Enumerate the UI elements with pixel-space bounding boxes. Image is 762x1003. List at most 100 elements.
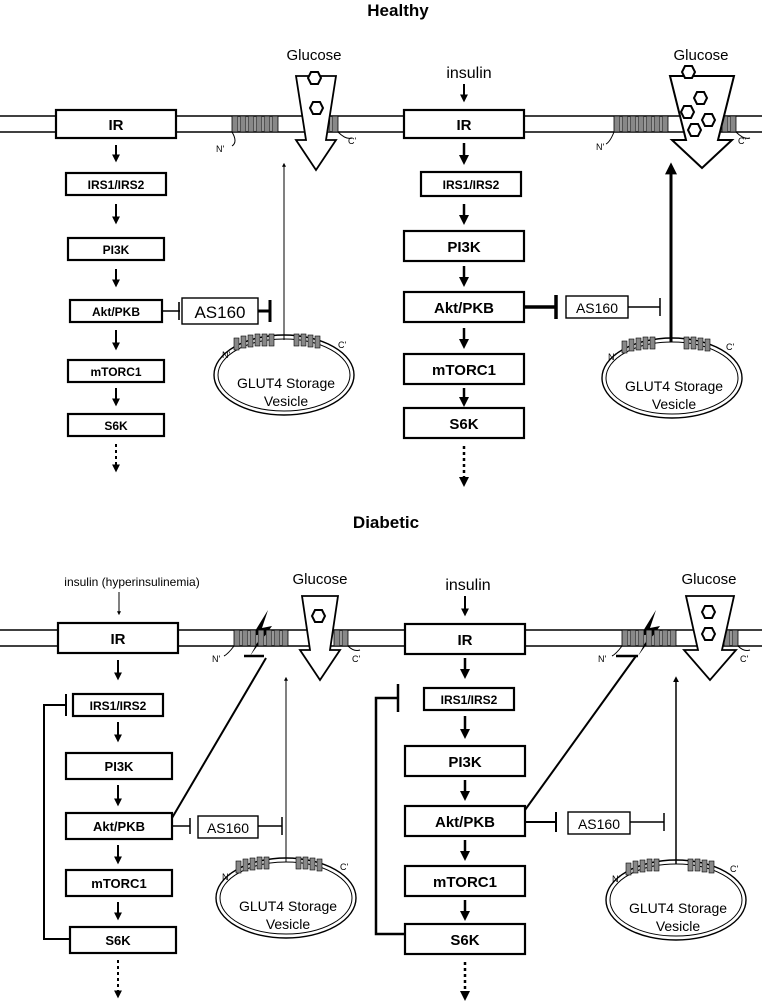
as160-label: AS160 xyxy=(207,820,249,836)
c-term-label: C' xyxy=(730,864,738,874)
s6k-label: S6K xyxy=(449,416,478,433)
irs-box xyxy=(64,171,168,197)
glucose-channel-arrow xyxy=(298,595,342,682)
glucose-molecule-icon xyxy=(700,627,717,641)
c-term-label: C' xyxy=(740,654,748,664)
s6k-box xyxy=(402,406,526,440)
pi3k-box xyxy=(403,744,527,778)
akt-label: Akt/PKB xyxy=(92,305,140,319)
vesicle-label-line1: GLUT4 Storage xyxy=(239,898,337,914)
pi3k-label: PI3K xyxy=(103,243,130,257)
irs-label: IRS1/IRS2 xyxy=(443,178,500,192)
ir-label: IR xyxy=(109,117,124,134)
n-term-label: N' xyxy=(598,654,606,664)
vesicle-label-line2: Vesicle xyxy=(652,396,697,412)
glucose-molecule-icon xyxy=(700,113,717,127)
negative-feedback-line xyxy=(374,696,405,936)
irs-label: IRS1/IRS2 xyxy=(90,699,147,713)
n-term-label: N' xyxy=(222,350,230,360)
irs-box xyxy=(422,686,516,712)
glucose-molecule-icon xyxy=(692,91,709,105)
pi3k-box xyxy=(64,751,174,781)
ir-box xyxy=(54,108,178,140)
mtorc1-box xyxy=(403,864,527,898)
pi3k-label: PI3K xyxy=(105,759,135,774)
glucose-label: Glucose xyxy=(286,47,341,64)
panel-diabetic-basal: insulin (hyperinsulinemia) IR IRS1/IRS2 … xyxy=(43,571,361,999)
mtorc1-label: mTORC1 xyxy=(91,876,146,891)
vesicle-glut4 xyxy=(235,856,323,874)
mtorc1-box xyxy=(66,358,166,384)
vesicle-label-line2: Vesicle xyxy=(656,918,701,934)
panel-diabetic-insulin: insulin IR IRS1/IRS2 PI3K Akt/PKB mTORC1… xyxy=(374,571,751,1001)
mtorc1-box xyxy=(64,868,174,898)
as160-box xyxy=(181,297,259,325)
as160-label: AS160 xyxy=(576,300,618,316)
glucose-molecule-icon xyxy=(310,609,327,623)
negative-feedback-line xyxy=(43,704,70,940)
akt-box xyxy=(64,811,174,841)
panel-healthy-insulin: insulin IR IRS1/IRS2 PI3K Akt/PKB mTORC1… xyxy=(402,47,751,487)
n-term-label: N' xyxy=(222,872,230,882)
ir-label: IR xyxy=(111,631,126,648)
n-term-label: N' xyxy=(596,142,604,152)
n-term-label: N' xyxy=(608,352,616,362)
glucose-molecule-icon xyxy=(680,65,697,79)
as160-label: AS160 xyxy=(578,816,620,832)
pi3k-label: PI3K xyxy=(448,754,482,771)
irs-label: IRS1/IRS2 xyxy=(88,178,145,192)
glucose-label: Glucose xyxy=(292,571,347,588)
as160-box xyxy=(567,811,631,835)
ir-label: IR xyxy=(458,632,473,649)
glucose-molecule-icon xyxy=(306,71,323,85)
ir-label: IR xyxy=(457,117,472,134)
heading-healthy: Healthy xyxy=(367,1,429,20)
glucose-label: Glucose xyxy=(673,47,728,64)
pi3k-box xyxy=(66,236,166,262)
ir-box xyxy=(56,621,180,655)
irs-box xyxy=(71,692,165,718)
akt-label: Akt/PKB xyxy=(93,819,145,834)
vesicle-glut4 xyxy=(621,336,711,354)
mtorc1-box xyxy=(402,352,526,386)
c-term-label: C' xyxy=(352,654,360,664)
heading-diabetic: Diabetic xyxy=(353,513,419,532)
vesicle-glut4 xyxy=(233,333,321,351)
glucose-molecule-icon xyxy=(308,101,325,115)
c-term-label: C' xyxy=(348,136,356,146)
vesicle-glut4 xyxy=(625,858,715,876)
insulin-label: insulin xyxy=(446,65,491,82)
glucose-molecule-icon xyxy=(686,123,703,137)
s6k-box xyxy=(403,922,527,956)
vesicle-label-line1: GLUT4 Storage xyxy=(237,375,335,391)
akt-box xyxy=(403,804,527,838)
mtorc1-label: mTORC1 xyxy=(432,362,496,379)
c-term-label: C' xyxy=(726,342,734,352)
n-term-label: N' xyxy=(612,874,620,884)
glucose-channel-arrow xyxy=(294,75,338,172)
glucose-molecule-icon xyxy=(700,605,717,619)
irs-box xyxy=(419,170,523,198)
pi3k-box xyxy=(402,229,526,263)
s6k-label: S6K xyxy=(104,419,128,433)
ir-box xyxy=(403,622,527,656)
c-term-label: C' xyxy=(340,862,348,872)
glut4-transporter xyxy=(223,629,361,657)
glut4-transporter xyxy=(231,115,353,147)
akt-label: Akt/PKB xyxy=(434,300,494,317)
mtorc1-label: mTORC1 xyxy=(433,874,497,891)
vesicle-label-line1: GLUT4 Storage xyxy=(629,900,727,916)
ir-box xyxy=(402,108,526,140)
insulin-label: insulin xyxy=(445,577,490,594)
s6k-box xyxy=(66,412,166,438)
s6k-label: S6K xyxy=(450,932,479,949)
vesicle-label-line1: GLUT4 Storage xyxy=(625,378,723,394)
mtorc1-label: mTORC1 xyxy=(90,365,141,379)
n-term-label: N' xyxy=(212,654,220,664)
n-term-label: N' xyxy=(216,144,224,154)
c-term-label: C' xyxy=(738,136,746,146)
vesicle-label-line2: Vesicle xyxy=(266,916,311,932)
panel-healthy-basal: IR IRS1/IRS2 PI3K Akt/PKB mTORC1 S6K AS1… xyxy=(54,47,356,473)
vesicle-label-line2: Vesicle xyxy=(264,393,309,409)
